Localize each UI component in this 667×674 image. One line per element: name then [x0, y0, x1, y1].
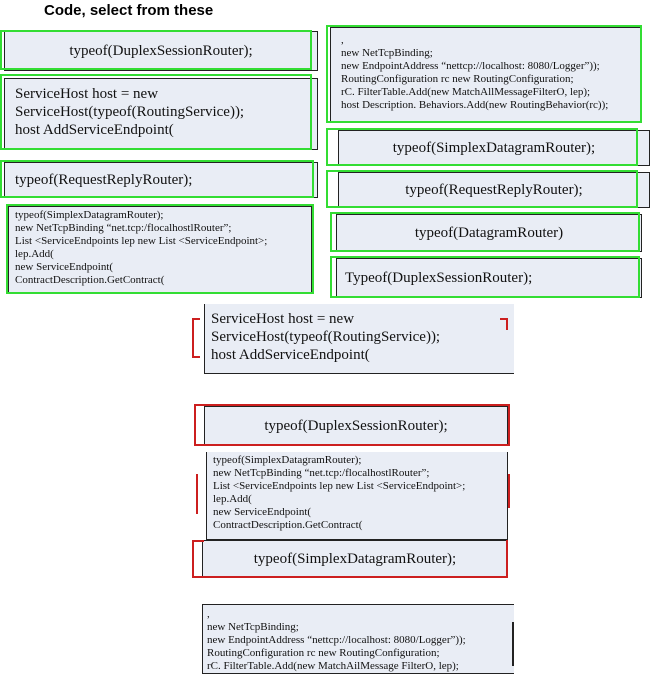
bracket-right	[500, 318, 508, 320]
bracket-right	[512, 622, 514, 666]
answer-simplex-block[interactable]: typeof(SimplexDatagramRouter); new NetTc…	[206, 452, 508, 540]
code-line: host Description. Behaviors.Add(new Rout…	[341, 99, 609, 111]
answer-servicehost[interactable]: ServiceHost host = new ServiceHost(typeo…	[204, 304, 514, 374]
code-line: host AddServiceEndpoint(	[211, 347, 370, 363]
code-line: ServiceHost host = new	[211, 311, 355, 327]
bracket-right	[506, 540, 508, 578]
bracket-left	[192, 318, 194, 358]
bracket-left	[196, 474, 198, 514]
code-line: host AddServiceEndpoint(	[15, 122, 174, 138]
code-line: lep.Add(	[15, 248, 54, 260]
answer-simplex-datagram-router[interactable]: typeof(SimplexDatagramRouter);	[202, 540, 508, 578]
heading: Code, select from these	[44, 2, 214, 19]
option-datagram-router-right[interactable]: typeof(DatagramRouter)	[336, 214, 642, 252]
option-simplex-block-left[interactable]: typeof(SimplexDatagramRouter); new NetTc…	[8, 206, 312, 294]
bracket-left	[192, 540, 204, 542]
code-line: rC. FilterTable.Add(new MatchAilMessage …	[207, 660, 459, 672]
code-line: new NetTcpBinding “net.tcp:/flocalhostlR…	[15, 222, 232, 234]
option-duplex-session-router-left[interactable]: typeof(DuplexSessionRouter);	[4, 31, 318, 71]
option-label: typeof(RequestReplyRouter);	[405, 182, 583, 198]
bracket-left	[192, 318, 200, 320]
code-line: ,	[341, 34, 344, 46]
code-line: new ServiceEndpoint(	[213, 506, 312, 518]
option-nettcp-block-right[interactable]: , new NetTcpBinding; new EndpointAddress…	[330, 27, 642, 123]
code-line: new EndpointAddress “nettcp://localhost:…	[207, 634, 466, 646]
answer-nettcp-block[interactable]: , new NetTcpBinding; new EndpointAddress…	[202, 604, 514, 674]
option-label: typeof(SimplexDatagramRouter);	[392, 140, 596, 156]
option-label: Typeof(DuplexSessionRouter);	[345, 270, 533, 286]
code-line: new EndpointAddress “nettcp://localhost:…	[341, 60, 600, 72]
code-line: RoutingConfiguration rc new RoutingConfi…	[341, 73, 574, 85]
option-label: typeof(DatagramRouter)	[414, 225, 564, 241]
bracket-right	[506, 318, 508, 330]
code-line: typeof(SimplexDatagramRouter);	[213, 454, 362, 466]
bracket-left	[192, 540, 194, 578]
code-line: List <ServiceEndpoints lep new List <Ser…	[213, 480, 466, 492]
option-request-reply-router-left[interactable]: typeof(RequestReplyRouter);	[4, 162, 318, 198]
code-line: new NetTcpBinding “net.tcp:/flocalhostlR…	[213, 467, 430, 479]
code-line: ServiceHost host = new	[15, 86, 159, 102]
code-line: RoutingConfiguration rc new RoutingConfi…	[207, 647, 440, 659]
option-servicehost-left[interactable]: ServiceHost host = new ServiceHost(typeo…	[4, 78, 318, 150]
code-line: ContractDescription.GetContract(	[213, 519, 363, 531]
code-line: ContractDescription.GetContract(	[15, 274, 165, 286]
option-label: typeof(DuplexSessionRouter);	[264, 418, 448, 434]
code-line: new ServiceEndpoint(	[15, 261, 114, 273]
code-line: List <ServiceEndpoints lep new List <Ser…	[15, 235, 268, 247]
option-duplex-session-router-right[interactable]: Typeof(DuplexSessionRouter);	[336, 258, 642, 298]
code-line: ServiceHost(typeof(RoutingService));	[211, 329, 441, 345]
bracket-right	[508, 474, 510, 508]
option-request-reply-router-right[interactable]: typeof(RequestReplyRouter);	[338, 172, 650, 208]
code-line: ,	[207, 608, 210, 620]
option-simplex-datagram-router-right[interactable]: typeof(SimplexDatagramRouter);	[338, 130, 650, 166]
bracket-left	[192, 356, 200, 358]
code-line: typeof(SimplexDatagramRouter);	[15, 209, 164, 221]
code-line: lep.Add(	[213, 493, 252, 505]
option-label: typeof(RequestReplyRouter);	[15, 172, 193, 188]
bracket-bottom	[192, 576, 508, 578]
option-label: typeof(SimplexDatagramRouter);	[253, 551, 457, 567]
code-line: new NetTcpBinding;	[341, 47, 433, 59]
code-line: ServiceHost(typeof(RoutingService));	[15, 104, 245, 120]
option-label: typeof(DuplexSessionRouter);	[69, 43, 253, 59]
code-line: rC. FilterTable.Add(new MatchAllMessageF…	[341, 86, 591, 98]
code-line: new NetTcpBinding;	[207, 621, 299, 633]
answer-duplex-session-router[interactable]: typeof(DuplexSessionRouter);	[204, 406, 508, 446]
